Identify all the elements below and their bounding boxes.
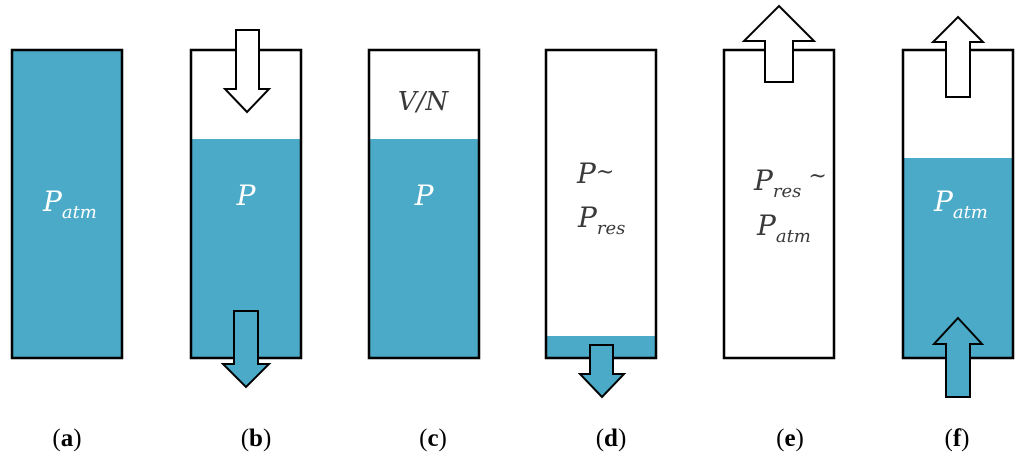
- pressure-label: Patm: [933, 185, 988, 223]
- vessel-outline: [367, 48, 481, 360]
- panel-c: V/N P (c): [367, 48, 481, 452]
- arrow-down-in-icon: [222, 29, 272, 114]
- reservoir-pressure-label: Pres ~: [753, 164, 827, 202]
- panel-e: Pres ~ Patm (e): [722, 4, 836, 452]
- reservoir-pressure-label: Pres: [577, 201, 625, 239]
- arrow-up-out-icon: [741, 4, 817, 83]
- vessel-outline: [722, 48, 836, 360]
- liquid-fill: [369, 140, 479, 358]
- volume-label: V/N: [398, 87, 450, 117]
- panel-label-c: (c): [419, 425, 447, 452]
- pressure-label: P~: [576, 157, 614, 190]
- vessel-outline: [544, 48, 658, 360]
- atmospheric-pressure-label: Patm: [756, 209, 811, 247]
- arrow-up-in-icon: [931, 316, 985, 398]
- pressure-label: Patm: [42, 185, 97, 223]
- panel-f: Patm (f): [901, 15, 1015, 452]
- arrow-up-out-icon: [930, 15, 986, 98]
- vessel-outline: [10, 48, 124, 360]
- panel-label-d: (d): [596, 425, 627, 452]
- arrow-down-out-icon: [577, 344, 627, 399]
- panel-label-f: (f): [945, 425, 970, 452]
- pressure-label: P: [236, 179, 257, 212]
- panel-a: Patm (a): [10, 48, 124, 452]
- panel-b: P (b): [189, 29, 303, 452]
- pressure-label: P: [414, 179, 435, 212]
- panel-d: P~ Pres (d): [544, 48, 658, 452]
- panel-label-b: (b): [241, 425, 272, 452]
- panel-label-a: (a): [52, 425, 81, 452]
- arrow-down-out-icon: [220, 310, 272, 389]
- panel-label-e: (e): [776, 425, 804, 452]
- liquid-fill: [12, 50, 122, 358]
